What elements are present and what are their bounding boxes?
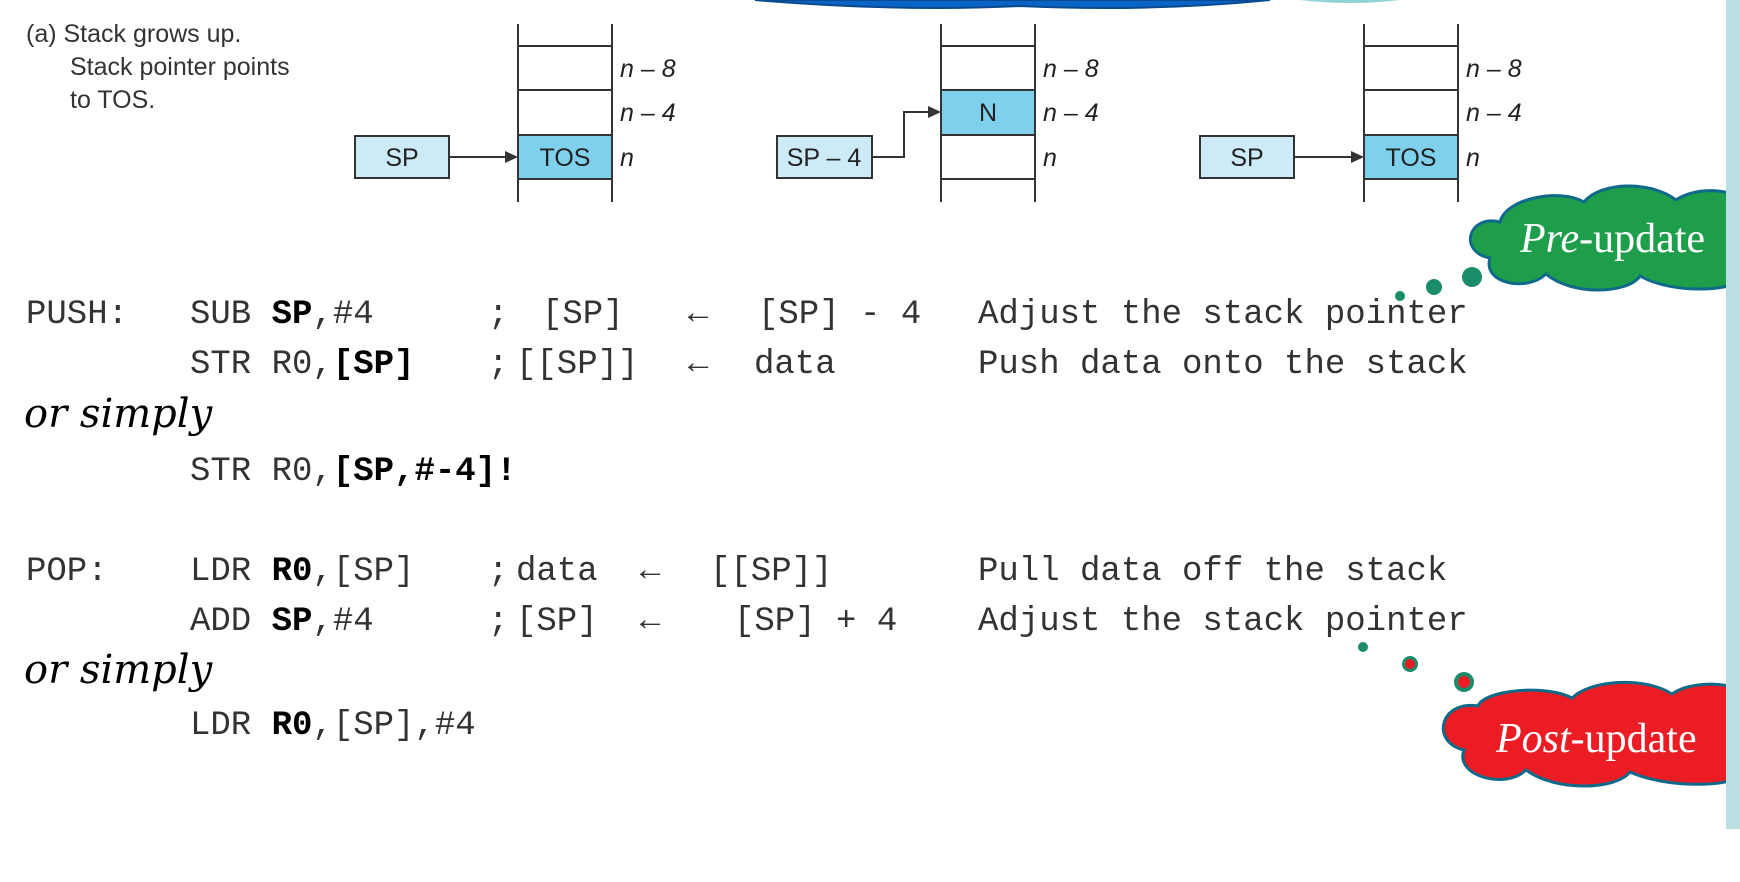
cell-label: TOS (540, 144, 591, 172)
caption-line-1: (a) Stack grows up. (26, 20, 242, 48)
post-update-label: Post-update (1495, 716, 1697, 762)
offset-label: n (1466, 144, 1480, 172)
instruction: SUB SP,#4 (190, 296, 374, 334)
offset-label: n – 4 (620, 99, 676, 127)
stack-pointer-label: SP (1230, 144, 1263, 172)
rtl-arrow: ← (688, 296, 709, 334)
push-line-1: PUSH: SUB SP,#4 ; [SP] ← [SP] - 4 Adjust… (26, 295, 1468, 615)
pop-label: POP: (26, 553, 108, 591)
stack-pointer-box (354, 135, 450, 179)
caption-line-2: Stack pointer points (70, 53, 290, 81)
offset-label: n – 8 (1466, 55, 1522, 83)
thought-dot (1402, 656, 1418, 672)
rtl-lhs: data (516, 553, 598, 591)
rtl-rhs: data (754, 346, 836, 384)
comment-marker: ; (488, 603, 509, 641)
pre-update-label: Pre-update (1519, 216, 1705, 262)
comment-marker: ; (488, 346, 509, 384)
rtl-lhs: [SP] (516, 603, 598, 641)
arrow-head (928, 106, 941, 118)
offset-label: n (1043, 144, 1057, 172)
thought-dot (1462, 267, 1482, 287)
thought-dot (1426, 279, 1442, 295)
rtl-arrow: ← (640, 603, 661, 641)
post-update-callout: Post-update (1358, 642, 1740, 788)
cell-label: TOS (1386, 144, 1437, 172)
post-update-cloud (1441, 680, 1740, 788)
stack-diagram-2: N n – 8 n – 4 n SP – 4 (776, 24, 1099, 202)
stack-pointer-label: SP – 4 (787, 144, 862, 172)
diagram-caption: (a) Stack grows up. Stack pointer points… (26, 18, 290, 117)
instruction: LDR R0,[SP] (190, 553, 415, 591)
thought-dot (1358, 642, 1368, 652)
cell-label: N (979, 99, 997, 127)
comment-marker: ; (488, 296, 509, 334)
offset-label: n (620, 144, 634, 172)
stack-pointer-label: SP (385, 144, 418, 172)
pop-simple-line: LDR R0,[SP],#4 (26, 706, 476, 786)
caption-line-3: to TOS. (70, 86, 156, 114)
rtl-rhs: [SP] + 4 (734, 603, 898, 641)
stack-pointer-box (1199, 135, 1295, 179)
description: Adjust the stack pointer (978, 296, 1468, 334)
description: Push data onto the stack (978, 346, 1468, 384)
comment-marker: ; (488, 553, 509, 591)
arrow-head (505, 151, 518, 163)
rtl-arrow: ← (640, 553, 661, 591)
slide-right-border (1726, 0, 1740, 829)
new-item-cell (940, 89, 1036, 136)
description: Pull data off the stack (978, 553, 1448, 591)
rtl-lhs: [[SP]] (516, 346, 639, 384)
pop-line-2: ADD SP,#4 ; [SP] ← [SP] + 4 Adjust the s… (26, 602, 1468, 882)
instruction: LDR R0,[SP],#4 (190, 707, 476, 745)
push-simple-line: STR R0,[SP,#-4]! (26, 452, 516, 532)
stack-diagram-1: TOS n – 8 n – 4 n SP (354, 24, 676, 202)
offset-label: n – 8 (620, 55, 676, 83)
arrow-head (1351, 151, 1364, 163)
instruction: STR R0,[SP] (190, 346, 415, 384)
push-line-2: STR R0,[SP] ; [[SP]] ← data Push data on… (26, 345, 1468, 625)
description: Adjust the stack pointer (978, 603, 1468, 641)
instruction: STR R0,[SP,#-4]! (190, 453, 517, 491)
offset-label: n – 4 (1466, 99, 1522, 127)
pointer-arrow (872, 111, 931, 158)
stack-diagrams: TOS n – 8 n – 4 n SP N n – 8 n – 4 n SP … (354, 24, 1522, 202)
tos-cell (517, 134, 613, 180)
rtl-lhs: [SP] (542, 296, 624, 334)
thought-dot (1454, 672, 1474, 692)
or-simply-label: or simply (24, 391, 213, 437)
rtl-rhs: [SP] - 4 (758, 296, 922, 334)
offset-label: n – 4 (1043, 99, 1099, 127)
stack-diagram-3: TOS n – 8 n – 4 n SP (1199, 24, 1522, 202)
thought-dot-inner (1458, 676, 1470, 688)
rtl-arrow: ← (688, 346, 709, 384)
offset-label: n – 8 (1043, 55, 1099, 83)
or-simply-label: or simply (24, 647, 213, 693)
instruction: ADD SP,#4 (190, 603, 374, 641)
thought-dot-inner (1405, 659, 1415, 669)
pop-line-1: POP: LDR R0,[SP] ; data ← [[SP]] Pull da… (26, 552, 1447, 872)
push-label: PUSH: (26, 296, 129, 334)
rtl-rhs: [[SP]] (710, 553, 833, 591)
